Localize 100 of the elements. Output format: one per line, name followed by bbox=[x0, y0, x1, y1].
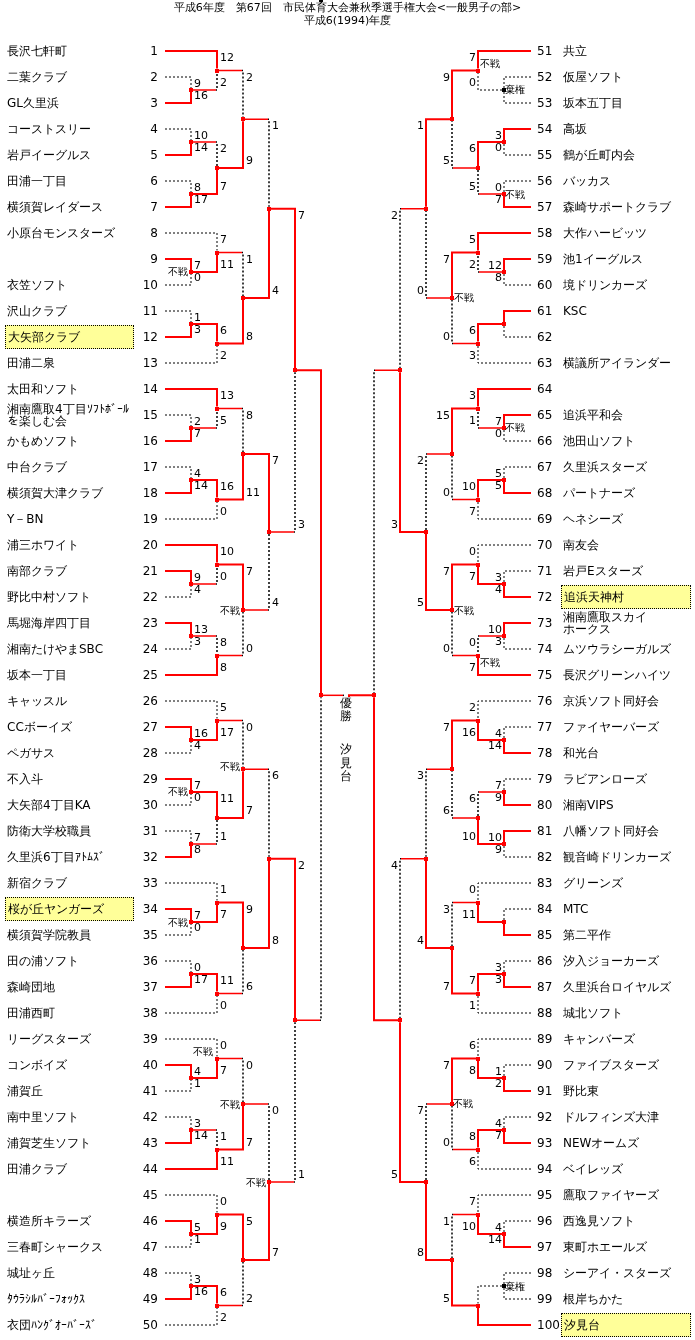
bracket-line bbox=[477, 791, 503, 817]
bracket-line bbox=[399, 371, 425, 533]
score-label: 7 bbox=[469, 976, 476, 986]
team-name: ムツウラシーガルズ bbox=[562, 641, 672, 657]
bracket-line bbox=[164, 466, 192, 479]
entry-number: 31 bbox=[141, 825, 158, 837]
team-name: 野比東 bbox=[562, 1083, 600, 1099]
bracket-line bbox=[164, 923, 192, 936]
bracket-line bbox=[164, 544, 218, 564]
score-label: 14 bbox=[194, 481, 208, 491]
walkover-note: 不戦 bbox=[168, 267, 188, 277]
score-label: 7 bbox=[246, 566, 253, 577]
score-label: 7 bbox=[246, 806, 253, 816]
score-label: 5 bbox=[194, 1223, 201, 1233]
bracket-line bbox=[399, 207, 425, 370]
bracket-line bbox=[218, 719, 244, 768]
highlighted-team-name: 桜が丘ヤンガーズ bbox=[5, 897, 134, 921]
bracket-line bbox=[164, 232, 218, 251]
bracket-line bbox=[164, 1220, 192, 1233]
entry-number: 91 bbox=[537, 1085, 554, 1097]
score-label: 1 bbox=[469, 416, 476, 426]
entry-number: 63 bbox=[537, 357, 554, 369]
bracket-line bbox=[192, 819, 218, 845]
bracket-line bbox=[425, 533, 451, 611]
entry-number: 1 bbox=[149, 45, 158, 57]
entry-number: 26 bbox=[141, 695, 158, 707]
bracket-line bbox=[503, 637, 532, 650]
score-label: 1 bbox=[272, 121, 279, 132]
score-label: 4 bbox=[495, 1223, 502, 1233]
team-name: 長沢グリーンハイツ bbox=[562, 667, 672, 683]
bracket-line bbox=[192, 479, 218, 499]
bracket-line bbox=[164, 656, 218, 676]
bracket-line bbox=[373, 696, 399, 1022]
bracket-line bbox=[503, 325, 532, 338]
bracket-line bbox=[296, 696, 322, 1022]
score-label: 7 bbox=[194, 781, 201, 791]
score-label: 7 bbox=[272, 456, 279, 466]
entry-number: 98 bbox=[537, 1267, 554, 1279]
score-label: 7 bbox=[469, 53, 476, 63]
bracket-line bbox=[218, 1105, 244, 1151]
score-label: 14 bbox=[488, 741, 502, 751]
score-label: 9 bbox=[246, 156, 253, 166]
entry-number: 58 bbox=[537, 227, 554, 239]
team-name: 久里浜スターズ bbox=[562, 459, 648, 475]
score-label: 3 bbox=[469, 351, 476, 361]
bracket-line bbox=[503, 622, 532, 635]
walkover-note: 不戦 bbox=[246, 1178, 266, 1188]
score-label: 1 bbox=[443, 1216, 450, 1227]
bracket-line bbox=[503, 726, 532, 739]
bracket-line bbox=[164, 975, 192, 988]
bracket-line bbox=[164, 637, 192, 650]
score-label: 16 bbox=[194, 729, 208, 739]
entry-number: 7 bbox=[149, 201, 158, 213]
bracket-line bbox=[164, 128, 192, 141]
bracket-line bbox=[503, 1064, 532, 1077]
bracket-line bbox=[477, 1194, 532, 1213]
score-label: 3 bbox=[194, 637, 201, 647]
score-label: 1 bbox=[469, 1001, 476, 1011]
score-label: 2 bbox=[220, 1313, 227, 1323]
entry-number: 23 bbox=[141, 617, 158, 629]
entry-number: 41 bbox=[141, 1085, 158, 1097]
score-label: 1 bbox=[495, 1067, 502, 1077]
score-label: 7 bbox=[495, 781, 502, 791]
entry-number: 13 bbox=[141, 357, 158, 369]
bracket-line bbox=[503, 128, 532, 141]
score-label: 5 bbox=[443, 156, 450, 166]
entry-number: 10 bbox=[141, 279, 158, 291]
score-label: 2 bbox=[391, 210, 398, 221]
score-label: 10 bbox=[194, 131, 208, 141]
team-name: 森崎サポートクラブ bbox=[562, 199, 672, 215]
bracket-line bbox=[192, 1129, 218, 1149]
bracket-line bbox=[164, 585, 192, 598]
score-label: 3 bbox=[495, 637, 502, 647]
highlighted-team-name: 追浜天神村 bbox=[561, 585, 691, 609]
bracket-line bbox=[164, 325, 192, 338]
bracket-line bbox=[477, 253, 503, 273]
bracket-line bbox=[425, 859, 451, 949]
score-label: 2 bbox=[495, 1079, 502, 1089]
bracket-line bbox=[477, 635, 503, 655]
walkover-note: 不戦 bbox=[480, 658, 500, 668]
score-label: 6 bbox=[469, 794, 476, 804]
walkover-note: 不戦 bbox=[220, 1100, 240, 1110]
bracket-line bbox=[218, 770, 244, 819]
team-name: 湘南たけやまSBC bbox=[6, 641, 105, 657]
team-name: NEWオームズ bbox=[562, 1135, 641, 1151]
bracket-line bbox=[503, 466, 532, 479]
bracket-line bbox=[503, 1131, 532, 1144]
bracket-line bbox=[451, 1261, 477, 1307]
bracket-line bbox=[503, 481, 532, 494]
score-label: 7 bbox=[220, 910, 227, 920]
team-name: 池田山ソフト bbox=[562, 433, 636, 449]
entry-number: 67 bbox=[537, 461, 554, 473]
entry-number: 44 bbox=[141, 1163, 158, 1175]
score-label: 5 bbox=[495, 469, 502, 479]
team-name: ファイヤーバーズ bbox=[562, 719, 660, 735]
bracket-line bbox=[164, 143, 192, 156]
bracket-line bbox=[451, 120, 477, 169]
entry-number: 99 bbox=[537, 1293, 554, 1305]
bracket-line bbox=[477, 1151, 532, 1170]
team-name: 湘南鷹取4丁目ｿﾌﾄﾎﾞｰﾙを楽しむ会 bbox=[6, 401, 130, 429]
